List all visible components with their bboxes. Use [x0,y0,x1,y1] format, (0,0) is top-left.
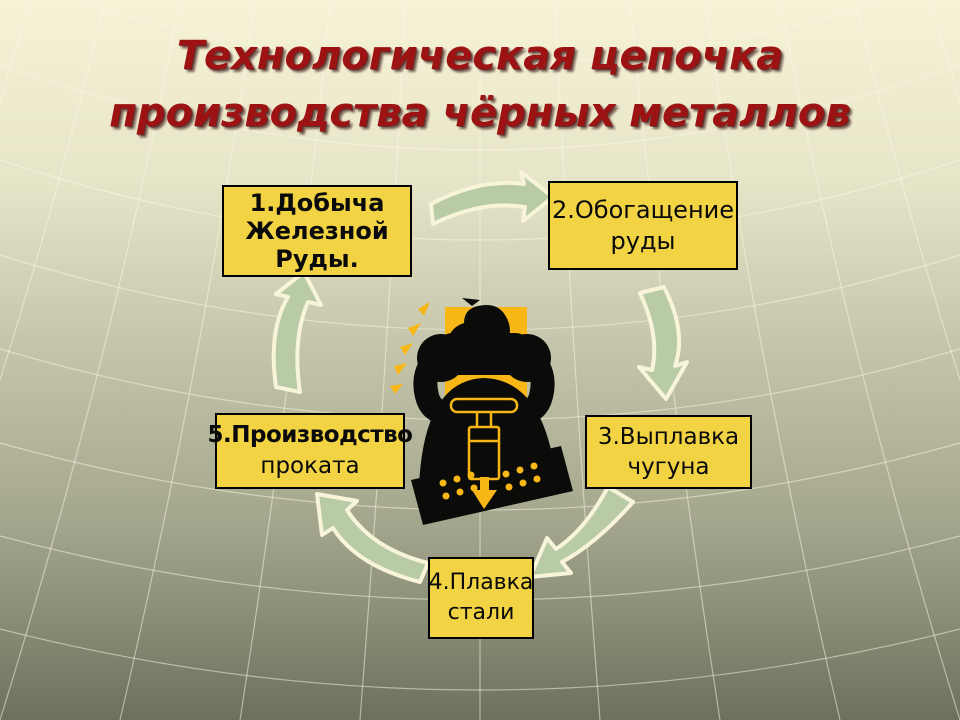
arrow-step1-to-step2-icon [429,170,555,226]
step-label-line: 4.Плавка [428,570,534,595]
step-box-4: 4.Плавка стали [428,557,534,639]
step-label-line: 2.Обогащение [551,195,734,224]
step-label-line: стали [447,600,515,625]
sparks-icon [390,302,430,394]
arrow-step3-to-step4-icon [528,485,635,579]
step-label-line: Руды. [275,245,359,273]
step-label-line: проката [260,453,360,479]
step-box-5: 5.Производство проката [208,413,413,489]
step-label-line: Железной [245,217,389,245]
step-box-2: 2.Обогащение руды [548,181,738,270]
step-label-line: руды [610,226,676,255]
step-label-line: 5.Производство [207,422,414,448]
slide-title-line1: Технологическая цепочка [176,33,784,79]
arrow-step5-to-step1-icon [271,270,323,394]
slide-title-line2: производства чёрных металлов [109,90,851,136]
arrow-step2-to-step3-icon [637,285,689,401]
debris-dots [439,462,541,500]
step-label-line: чугуна [627,454,710,480]
step-box-1: 1.Добыча Железной Руды. [222,185,412,277]
step-box-3: 3.Выплавка чугуна [585,415,752,489]
slide-title: Технологическая цепочка производства чёр… [0,28,960,142]
step-label-line: 3.Выплавка [597,424,740,450]
step-label-line: 1.Добыча [249,189,385,217]
arrow-step4-to-step5-icon [315,492,430,584]
worker-jackhammer-icon [390,298,573,525]
